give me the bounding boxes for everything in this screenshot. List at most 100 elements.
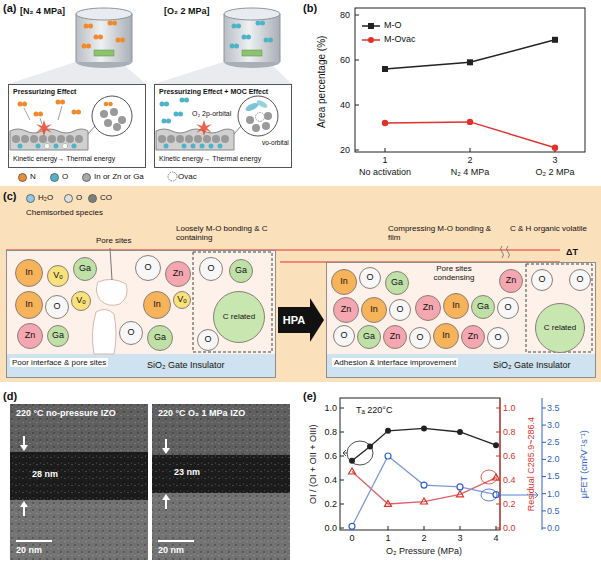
atom-circle: O <box>409 327 431 349</box>
surface-illustration <box>10 96 278 181</box>
atom-circle: Ga <box>471 295 495 319</box>
tem-image <box>16 540 52 542</box>
surface-illustration <box>57 135 65 143</box>
surface-illustration <box>203 135 211 143</box>
tick-label: 1.0 <box>503 403 516 413</box>
surface-illustration <box>34 112 39 117</box>
category-label: O₂ 2 MPa <box>535 167 574 177</box>
surface-illustration <box>22 102 27 107</box>
line-chart <box>467 59 473 65</box>
node-text: C related <box>223 313 255 322</box>
surface-illustration <box>100 108 126 131</box>
surface-illustration <box>158 135 229 143</box>
line-chart <box>552 145 558 151</box>
surface-illustration <box>12 135 20 143</box>
atom-circle: In <box>433 323 459 349</box>
tem-image <box>162 494 170 500</box>
process-box: Pressurizing EffectKinetic energy→ Therm… <box>8 84 146 168</box>
pressure-vessel <box>76 14 132 62</box>
node-text: O <box>207 264 214 274</box>
axis-title: μFET (cm²V⁻¹s⁻¹) <box>579 430 589 498</box>
surface-illustration <box>168 172 177 181</box>
tick-label: 0.0 <box>324 523 337 533</box>
multi-axis-chart <box>457 484 463 490</box>
node-text: O <box>340 331 347 341</box>
legend-text: N <box>30 172 36 181</box>
node-text: Zn <box>173 269 184 279</box>
atom-circle: In <box>331 269 357 295</box>
surface-illustration <box>178 112 183 117</box>
axis-title: Residual C285.9~286.4 <box>526 417 536 511</box>
pressure-vessel <box>82 44 87 49</box>
node-text: In <box>452 301 460 311</box>
atom-circle: O <box>389 299 411 321</box>
node-text: Zn <box>506 276 517 286</box>
annotation: vo-orbital <box>262 139 289 146</box>
node-text: Zn <box>25 331 36 341</box>
surface-illustration <box>72 144 77 149</box>
atom-circle: Vₒ <box>71 291 91 311</box>
multi-axis-chart <box>385 500 392 506</box>
callout-label: Poor interface & pore sites <box>10 358 108 367</box>
film-schematic <box>326 262 596 354</box>
node-text: O <box>366 273 373 283</box>
panel-letter: (a) <box>3 2 16 15</box>
tem-image <box>158 540 194 542</box>
surface-illustration <box>108 102 113 107</box>
multi-axis-chart <box>421 482 427 488</box>
pressure-vessel <box>236 24 241 29</box>
tick-label: 20 <box>340 145 350 155</box>
node-text: Ga <box>52 331 64 341</box>
node-text: O <box>416 333 423 343</box>
surface-illustration <box>212 135 220 143</box>
node-text: Pressurizing Effect + MOC Effect <box>159 88 268 96</box>
surface-illustration <box>252 124 260 132</box>
dimension-label: 23 nm <box>174 467 200 477</box>
atom-circle: Ga <box>385 271 409 295</box>
pressure-vessel <box>76 14 77 62</box>
surface-illustration <box>118 116 126 124</box>
surface-illustration <box>256 113 265 122</box>
film-schematic <box>501 246 510 258</box>
condition-label: [O₂ 2 MPa] <box>164 6 210 16</box>
node-text: Ga <box>235 266 247 276</box>
multi-axis-chart <box>340 398 546 530</box>
tick-label: 3 <box>552 155 557 165</box>
line-chart <box>355 15 555 152</box>
surface-illustration <box>76 110 81 115</box>
tick-label: 4 <box>493 533 498 543</box>
atom-circle: In <box>361 297 387 323</box>
multi-axis-chart <box>385 453 391 459</box>
surface-illustration <box>191 144 196 149</box>
surface-illustration <box>10 129 88 150</box>
surface-illustration <box>104 119 112 127</box>
pressure-vessel <box>224 14 280 62</box>
atom-circle: Ga <box>147 325 173 351</box>
surface-illustration <box>209 144 214 149</box>
multi-axis-chart <box>457 429 463 435</box>
tick-label: 0.4 <box>503 475 516 485</box>
surface-illustration <box>194 135 202 143</box>
surface-illustration <box>18 144 77 149</box>
node-text: In <box>370 305 378 315</box>
tick-label: 3.5 <box>547 403 560 413</box>
tick-label: 1.5 <box>547 471 560 481</box>
node-text: Zn <box>390 332 401 342</box>
multi-axis-chart <box>349 453 499 529</box>
tick-label: 0.2 <box>324 499 337 509</box>
surface-illustration <box>221 135 229 143</box>
surface-illustration <box>160 98 190 124</box>
atom-circle: O <box>487 327 509 349</box>
node-text: O <box>538 275 545 285</box>
tick-label: 60 <box>340 55 350 65</box>
line-chart <box>467 119 473 125</box>
legend-text: In or Zn or Ga <box>94 172 144 181</box>
multi-axis-chart <box>421 425 427 431</box>
node-text: In <box>153 300 161 310</box>
node-text: C related <box>544 324 576 333</box>
node-text: SiO₂ Gate Insulator <box>147 361 225 371</box>
surface-illustration <box>184 98 189 103</box>
atom-circle: Zn <box>17 323 43 349</box>
surface-illustration <box>246 116 254 124</box>
atom-circle: Ga <box>73 257 97 281</box>
